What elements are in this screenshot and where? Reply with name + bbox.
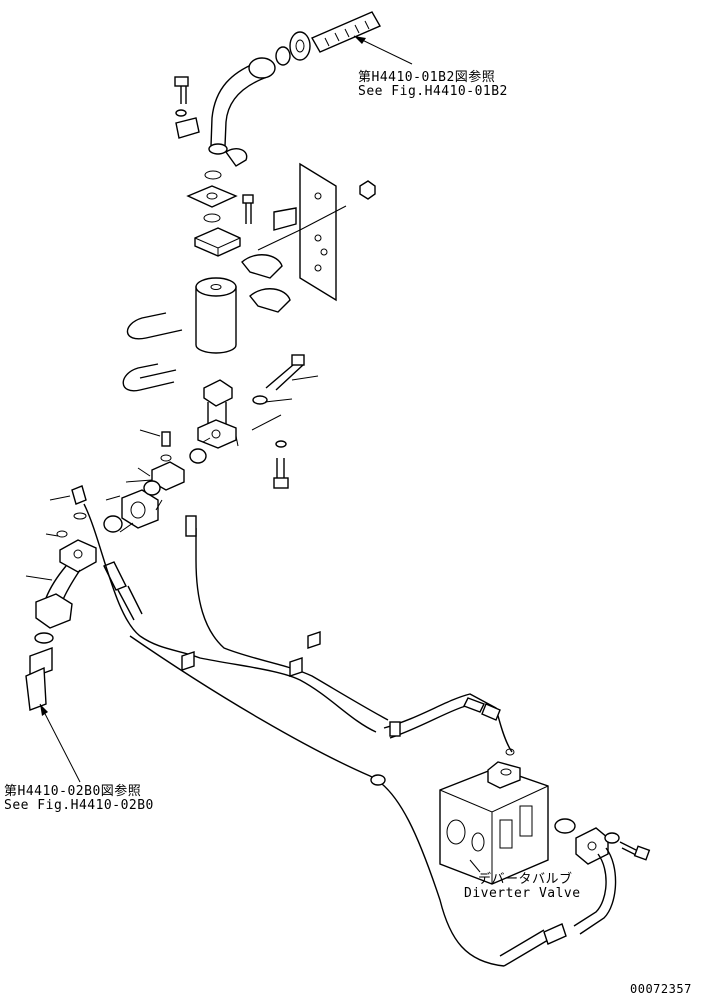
upper-hose <box>275 11 381 66</box>
drawing-number: 00072357 <box>630 982 692 996</box>
leader-lines <box>39 35 481 873</box>
filter-canister <box>195 277 237 354</box>
elbow-pipe <box>175 57 276 167</box>
left-ref-jp: 第H4410-02B0図参照 <box>4 784 142 799</box>
bracket-plate <box>241 162 376 313</box>
fittings-left <box>103 429 211 533</box>
diverter-label-en: Diverter Valve <box>464 886 581 901</box>
connecting-hoses <box>83 503 567 967</box>
top-ref-en: See Fig.H4410-01B2 <box>358 84 508 99</box>
diverter-valve <box>439 748 576 885</box>
mounting-block <box>197 379 239 449</box>
right-pipe <box>573 827 651 935</box>
top-ref-jp: 第H4410-01B2図参照 <box>358 70 496 85</box>
diverter-label-jp: デバータバルブ <box>478 872 573 887</box>
left-elbow-assembly <box>25 485 97 711</box>
mount-bolts <box>251 354 319 489</box>
u-bolts <box>122 312 183 392</box>
left-ref-en: See Fig.H4410-02B0 <box>4 798 154 813</box>
flange-stack <box>186 170 254 257</box>
bolt-top <box>174 76 189 117</box>
